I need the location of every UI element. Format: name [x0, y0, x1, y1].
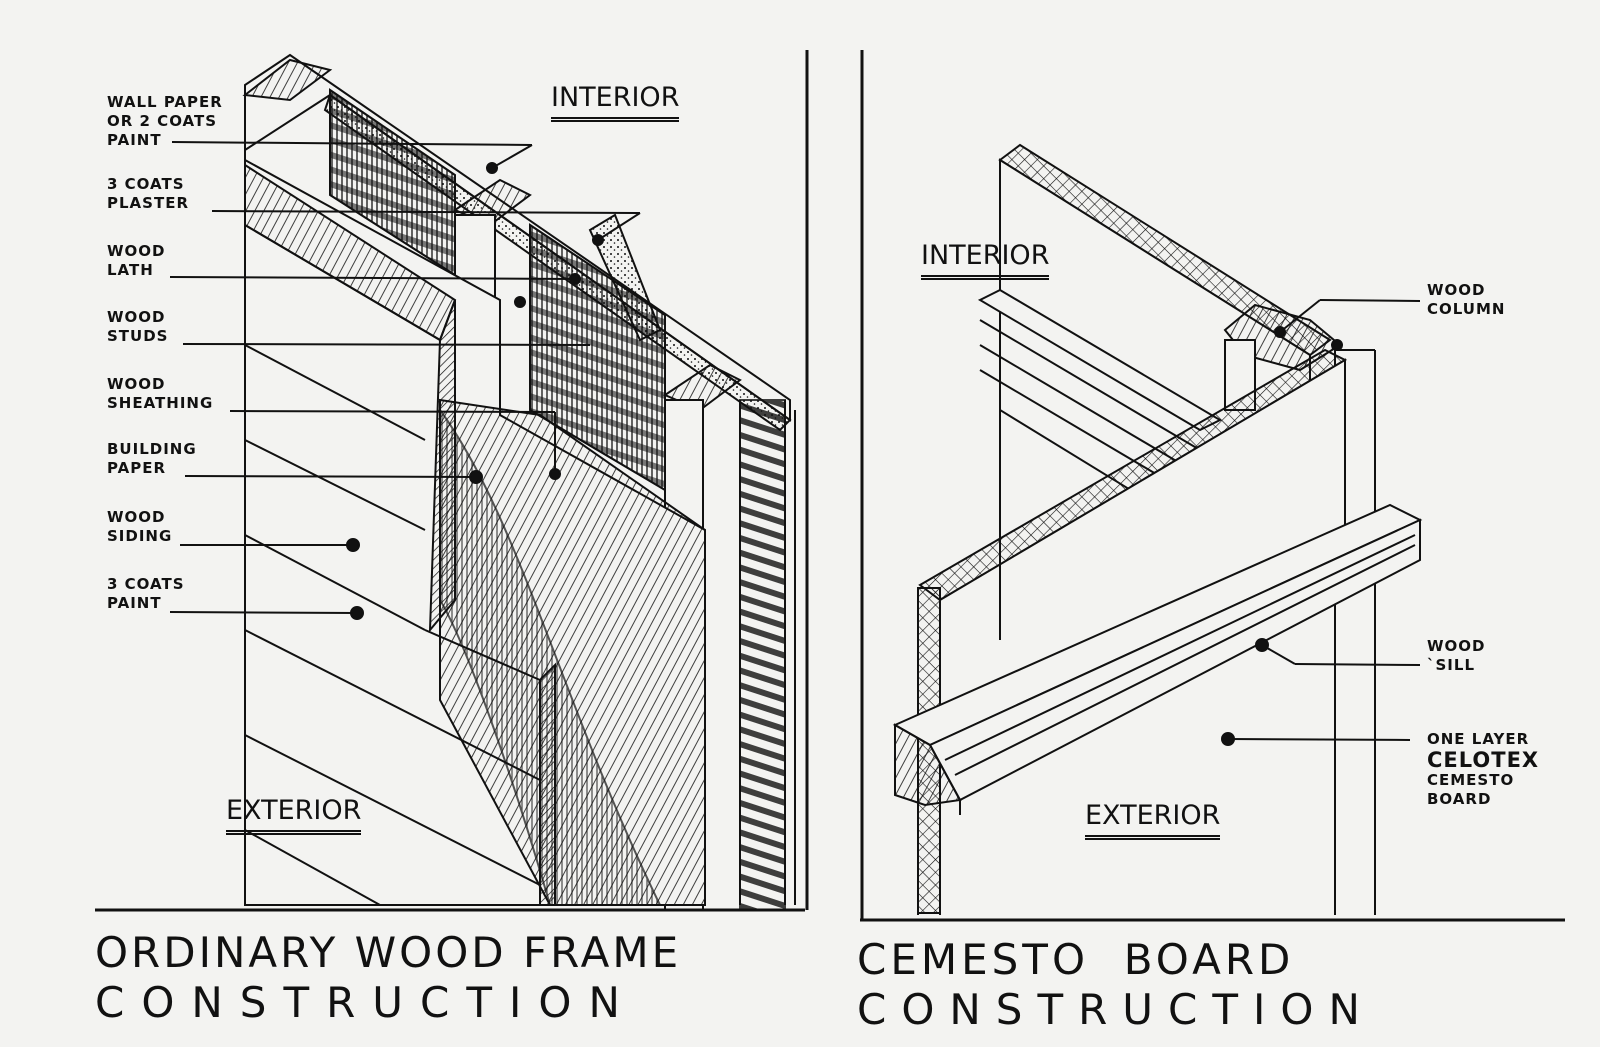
leader-lines-right	[1221, 299, 1421, 746]
leader-lines-left	[169, 141, 641, 620]
right-zone-exterior: EXTERIOR	[1085, 800, 1221, 840]
caption-right: CEMESTO BOARD CONSTRUCTION	[857, 935, 1375, 1034]
left-zone-exterior: EXTERIOR	[226, 795, 362, 835]
label-wood-sill: WOOD`SILL	[1427, 637, 1486, 674]
left-zone-interior: INTERIOR	[551, 82, 680, 122]
label-cemesto-board: ONE LAYER CELOTEX CEMESTO BOARD	[1427, 730, 1540, 808]
cemesto-drawing	[892, 143, 1423, 915]
wood-frame-drawing	[242, 53, 796, 911]
right-zone-interior: INTERIOR	[921, 240, 1050, 280]
caption-left: ORDINARY WOOD FRAME CONSTRUCTION	[95, 928, 682, 1027]
